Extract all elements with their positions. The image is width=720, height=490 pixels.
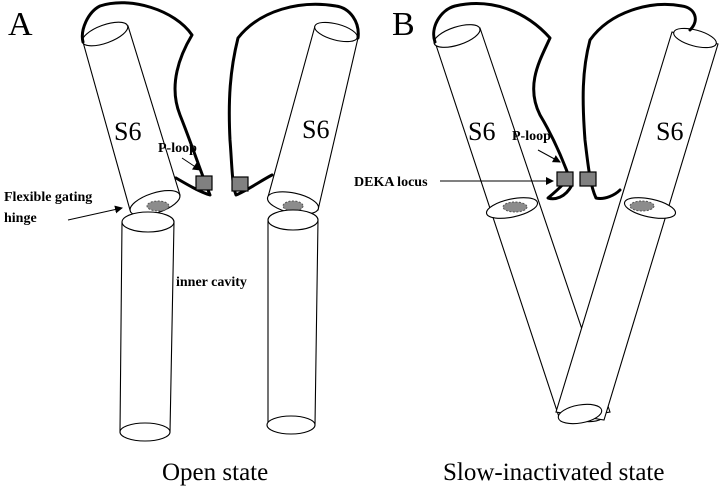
- b-deka-label: DEKA locus: [354, 175, 428, 190]
- b-caption: Slow-inactivated state: [443, 459, 664, 486]
- b-left-s6-label: S6: [468, 117, 495, 146]
- panel-b-letter: B: [392, 6, 415, 43]
- a-hinge-label-line1: Flexible gating: [4, 190, 92, 205]
- b-right-s6-helix: [555, 27, 719, 425]
- a-right-upper-s6-helix: [266, 21, 359, 215]
- a-left-upper-s6-helix: [81, 21, 181, 217]
- a-left-locus-box: [195, 175, 213, 191]
- b-right-p-loop: [581, 3, 697, 200]
- a-p-loop-arrow: [181, 157, 201, 171]
- a-caption: Open state: [162, 459, 268, 486]
- b-right-hinge: [629, 200, 655, 212]
- a-left-lower-s6-helix: [119, 211, 175, 442]
- b-left-p-loop: [432, 2, 574, 201]
- panel-a: A: [4, 1, 360, 486]
- a-p-loop-label: P-loop: [158, 141, 197, 156]
- a-right-s6-label: S6: [302, 115, 329, 144]
- a-right-p-loop: [227, 2, 360, 197]
- b-right-locus-box: [579, 171, 597, 187]
- a-right-lower-s6-helix: [266, 209, 319, 435]
- b-p-loop-label: P-loop: [512, 129, 551, 144]
- a-hinge-label-line2: hinge: [4, 211, 37, 226]
- a-hinge-arrow: [67, 205, 123, 221]
- panel-b: B S6 S6 P-loop DEKA locus Sl: [354, 2, 719, 486]
- b-left-hinge: [502, 201, 528, 213]
- a-left-p-loop: [80, 1, 212, 197]
- a-right-locus-box: [231, 176, 249, 192]
- b-p-loop-arrow: [537, 149, 561, 163]
- b-left-locus-box: [556, 171, 574, 187]
- a-left-s6-label: S6: [114, 117, 141, 146]
- panel-a-letter: A: [8, 6, 33, 43]
- b-right-s6-label: S6: [656, 117, 683, 146]
- a-left-hinge: [146, 200, 170, 212]
- a-cavity-label: inner cavity: [176, 275, 247, 290]
